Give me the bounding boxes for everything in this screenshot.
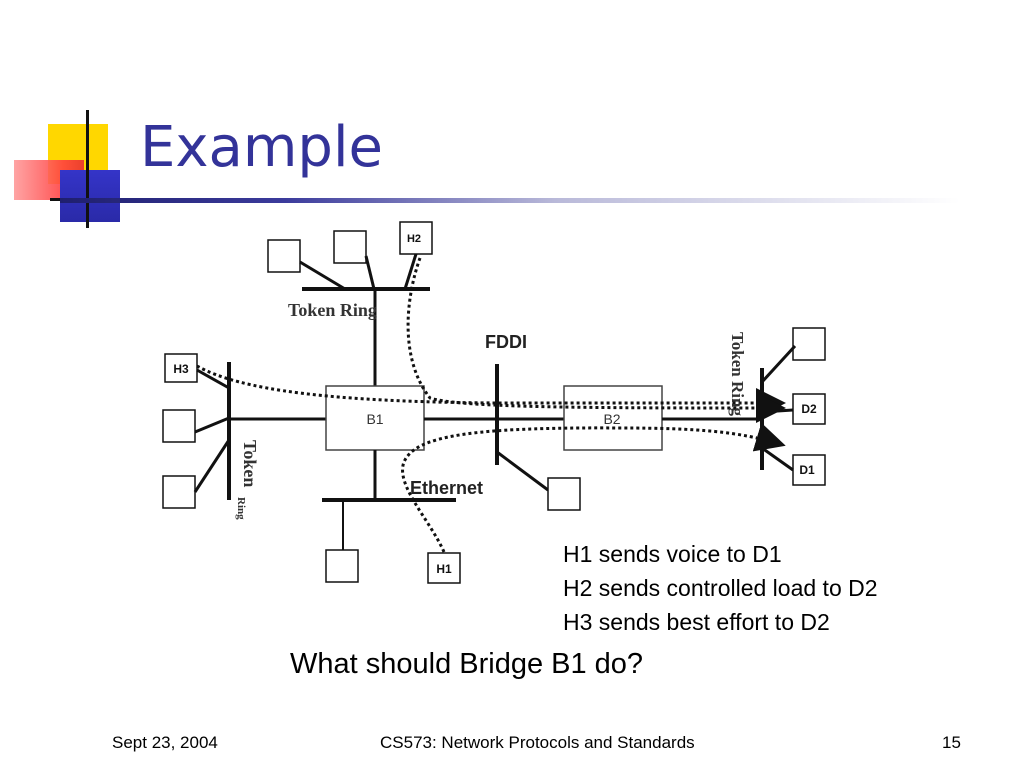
ethernet-segment bbox=[322, 450, 461, 584]
label-d2: D2 bbox=[801, 402, 817, 416]
label-ethernet: Ethernet bbox=[410, 478, 483, 498]
flow-h1-to-d1 bbox=[401, 422, 786, 553]
fddi-segment bbox=[424, 364, 581, 511]
slide-title: Example bbox=[140, 115, 383, 180]
label-b2: B2 bbox=[603, 411, 620, 427]
label-token-left: Token bbox=[240, 440, 260, 487]
label-d1: D1 bbox=[799, 463, 815, 477]
left-token-ring-segment bbox=[162, 353, 326, 509]
note-item: H3 sends best effort to D2 bbox=[563, 609, 830, 635]
dest-d2-box bbox=[792, 393, 826, 425]
label-h1: H1 bbox=[436, 562, 452, 576]
label-token-ring-right: Token Ring bbox=[728, 332, 747, 416]
bridge-b1-box bbox=[325, 385, 425, 451]
left-station-3 bbox=[162, 475, 196, 509]
question-text: What should Bridge B1 do? bbox=[290, 648, 644, 680]
footer-course: CS573: Network Protocols and Standards bbox=[380, 733, 695, 752]
notes-list: H1 sends voice to D1 H2 sends controlled… bbox=[563, 537, 878, 639]
label-h3: H3 bbox=[173, 362, 189, 376]
footer-date: Sept 23, 2004 bbox=[112, 733, 218, 752]
host-h2-box bbox=[399, 221, 433, 255]
label-h2: H2 bbox=[407, 233, 421, 245]
title-underline bbox=[60, 198, 960, 203]
flow-h3-to-d2 bbox=[196, 364, 786, 418]
label-token-ring-top: Token Ring bbox=[288, 300, 377, 320]
label-b1: B1 bbox=[366, 411, 383, 427]
ethernet-station bbox=[325, 549, 359, 583]
label-fddi: FDDI bbox=[485, 332, 527, 352]
note-item: H1 sends voice to D1 bbox=[563, 541, 782, 567]
host-h1-box bbox=[427, 552, 461, 584]
top-token-ring-segment bbox=[267, 221, 433, 388]
right-station-1 bbox=[792, 327, 826, 361]
label-ring-left: Ring bbox=[235, 497, 247, 520]
flow-h2-to-d2 bbox=[406, 257, 786, 423]
footer-page-number: 15 bbox=[942, 733, 961, 752]
note-item: H2 sends controlled load to D2 bbox=[563, 575, 878, 601]
fddi-station bbox=[547, 477, 581, 511]
decor-blue-square bbox=[60, 170, 120, 222]
host-h3-box bbox=[164, 353, 198, 383]
flow-paths bbox=[196, 257, 786, 553]
left-station-2 bbox=[162, 409, 196, 443]
top-station-2 bbox=[333, 230, 367, 264]
top-station-1 bbox=[267, 239, 301, 273]
decor-vertical-line bbox=[86, 110, 89, 228]
bridge-b2-box bbox=[563, 385, 663, 451]
right-token-ring-segment bbox=[662, 327, 826, 486]
